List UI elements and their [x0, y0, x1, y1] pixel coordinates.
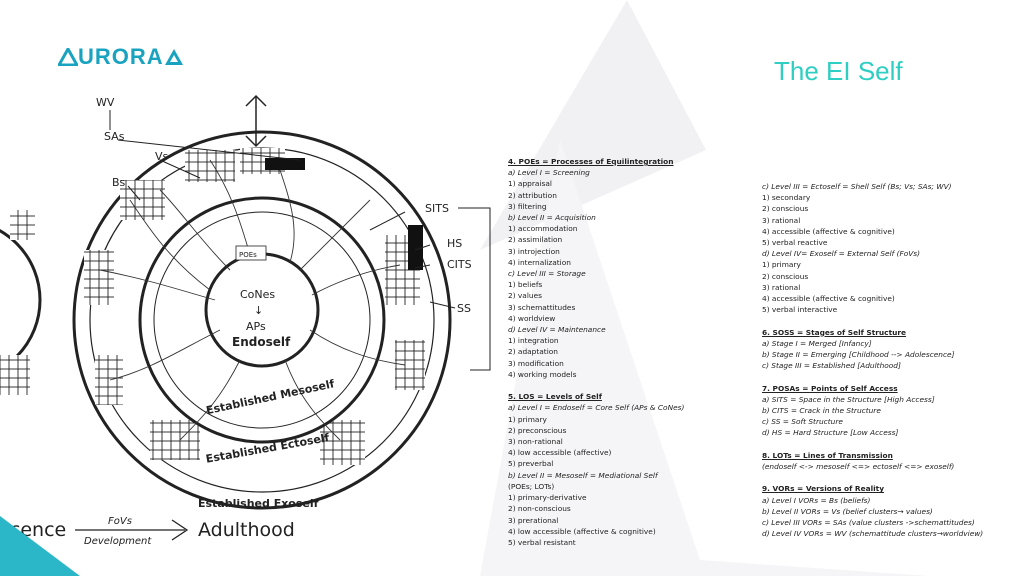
- note-line: [508, 380, 684, 391]
- note-line: b) Level II = Mesoself = Mediational Sel…: [508, 470, 658, 480]
- logo-triangle-icon-right: [164, 49, 183, 65]
- label-sas: SAs: [104, 130, 125, 143]
- label-adulthood: Adulthood: [198, 519, 295, 541]
- note-line: c) Level III = Ectoself = Shell Self (Bs…: [762, 182, 952, 191]
- note-line: a) Level I = Endoself = Core Self (APs &…: [508, 403, 685, 413]
- note-line: 9. VORs = Versions of Reality: [762, 484, 885, 494]
- label-poes: POEs: [239, 251, 257, 259]
- note-line: 4) internalization: [508, 257, 571, 267]
- self-structure-circle: [72, 130, 452, 510]
- note-line: [762, 439, 983, 450]
- note-line: 5) preverbal: [508, 459, 554, 469]
- note-line: 4) accessible (affective & cognitive): [762, 294, 895, 304]
- note-line: 7. POSAs = Points of Self Access: [762, 383, 898, 393]
- note-line: d) Level IV= Exoself = External Self (Fo…: [762, 249, 921, 259]
- note-line: 4) working models: [508, 369, 577, 379]
- note-line: [762, 315, 983, 326]
- note-line: 3) introjection: [508, 246, 560, 256]
- corner-accent: [0, 516, 80, 576]
- note-line: 1) primary-derivative: [508, 493, 587, 503]
- note-line: 1) appraisal: [508, 179, 552, 189]
- note-line: 2) adaptation: [508, 347, 558, 357]
- note-line: 1) primary: [762, 260, 801, 270]
- note-line: 1) integration: [508, 336, 559, 346]
- note-line: 2) assimilation: [508, 235, 563, 245]
- note-line: d) HS = Hard Structure [Low Access]: [762, 428, 899, 438]
- note-line: 5) verbal reactive: [762, 238, 828, 248]
- double-arrow-icon: [245, 94, 267, 148]
- note-line: 4) worldview: [508, 313, 556, 323]
- label-cones: CoNes: [240, 288, 275, 301]
- label-ss: SS: [457, 302, 471, 315]
- aurora-logo: URORA: [58, 44, 184, 70]
- label-cits: CITS: [447, 258, 472, 271]
- label-aps: APs: [246, 320, 266, 333]
- note-line: b) Stage II = Emerging [Childhood --> Ad…: [762, 350, 955, 360]
- note-line: [762, 472, 983, 483]
- label-fovs: FoVs: [108, 516, 132, 527]
- note-line: d) Level IV = Maintenance: [508, 325, 606, 335]
- label-bs: Bs: [112, 176, 126, 189]
- note-line: 8. LOTs = Lines of Transmission: [762, 450, 893, 460]
- logo-triangle-icon: [58, 48, 78, 66]
- note-line: 4. POEs = Processes of Equilintegration: [508, 157, 674, 166]
- note-line: c) Level III = Storage: [508, 269, 586, 279]
- note-line: [762, 371, 983, 382]
- label-exoself: Established Exoself: [198, 497, 319, 510]
- note-line: a) Level I VORs = Bs (beliefs): [762, 495, 871, 505]
- label-wv: WV: [96, 96, 115, 109]
- note-line: 3) modification: [508, 358, 564, 368]
- note-line: 2) attribution: [508, 190, 557, 200]
- note-line: (endoself <-> mesoself <=> ectoself <=> …: [762, 462, 955, 472]
- label-sits: SITS: [425, 202, 449, 215]
- note-line: 3) rational: [762, 215, 801, 225]
- note-line: 2) conscious: [762, 204, 809, 214]
- note-line: b) Level II VORs = Vs (belief clusters→ …: [762, 506, 933, 516]
- note-line: 4) accessible (affective & cognitive): [762, 226, 895, 236]
- note-line: 4) low accessible (affective): [508, 448, 612, 458]
- note-line: c) Level III VORs = SAs (value clusters …: [762, 518, 975, 528]
- label-hs: HS: [447, 237, 462, 250]
- note-line: b) Level II = Acquisition: [508, 213, 596, 223]
- note-line: 2) preconscious: [508, 425, 567, 435]
- note-line: 3) filtering: [508, 201, 547, 211]
- note-line: 5) verbal interactive: [762, 305, 838, 315]
- note-line: 1) primary: [508, 414, 547, 424]
- note-line: (POEs; LOTs): [508, 481, 555, 491]
- note-line: c) Stage III = Established [Adulthood]: [762, 361, 901, 371]
- ei-self-diagram: WV SAs Vs Bs SITS HS CITS SS POEs CoNes …: [0, 94, 491, 547]
- note-line: 2) non-conscious: [508, 504, 571, 514]
- note-line: a) Stage I = Merged [Infancy]: [762, 338, 872, 348]
- note-line: 1) accommodation: [508, 224, 578, 234]
- note-line: 2) values: [508, 291, 542, 301]
- note-line: a) Level I = Screening: [508, 168, 590, 178]
- note-line: c) SS = Soft Structure: [762, 417, 843, 427]
- note-line: 5) verbal resistant: [508, 537, 576, 547]
- page-title: The EI Self: [774, 56, 903, 86]
- note-line: 1) secondary: [762, 193, 811, 203]
- note-line: 2) conscious: [762, 271, 809, 281]
- note-line: 3) prerational: [508, 515, 559, 525]
- note-line: b) CITS = Crack in the Structure: [762, 406, 881, 416]
- notes-left-column: 4. POEs = Processes of Equilintegration a…: [508, 156, 684, 548]
- note-line: 5. LOS = Levels of Self: [508, 392, 602, 402]
- note-line: a) SITS = Space in the Structure [High A…: [762, 394, 935, 404]
- note-line: 4) low accessible (affective & cognitive…: [508, 526, 656, 536]
- note-line: 3) schemattitudes: [508, 302, 576, 312]
- logo-text: URORA: [78, 44, 164, 69]
- note-line: 6. SOSS = Stages of Self Structure: [762, 327, 907, 337]
- note-line: 3) non-rational: [508, 437, 563, 447]
- note-line: d) Level IV VORs = WV (schemattitude clu…: [762, 529, 984, 539]
- note-line: 1) beliefs: [508, 280, 543, 290]
- label-arrow: ↓: [254, 304, 263, 317]
- note-line: 3) rational: [762, 282, 801, 292]
- label-endoself: Endoself: [232, 335, 291, 349]
- label-development: Development: [84, 536, 152, 547]
- notes-right-column: c) Level III = Ectoself = Shell Self (Bs…: [762, 181, 983, 540]
- label-vs: Vs: [155, 150, 169, 163]
